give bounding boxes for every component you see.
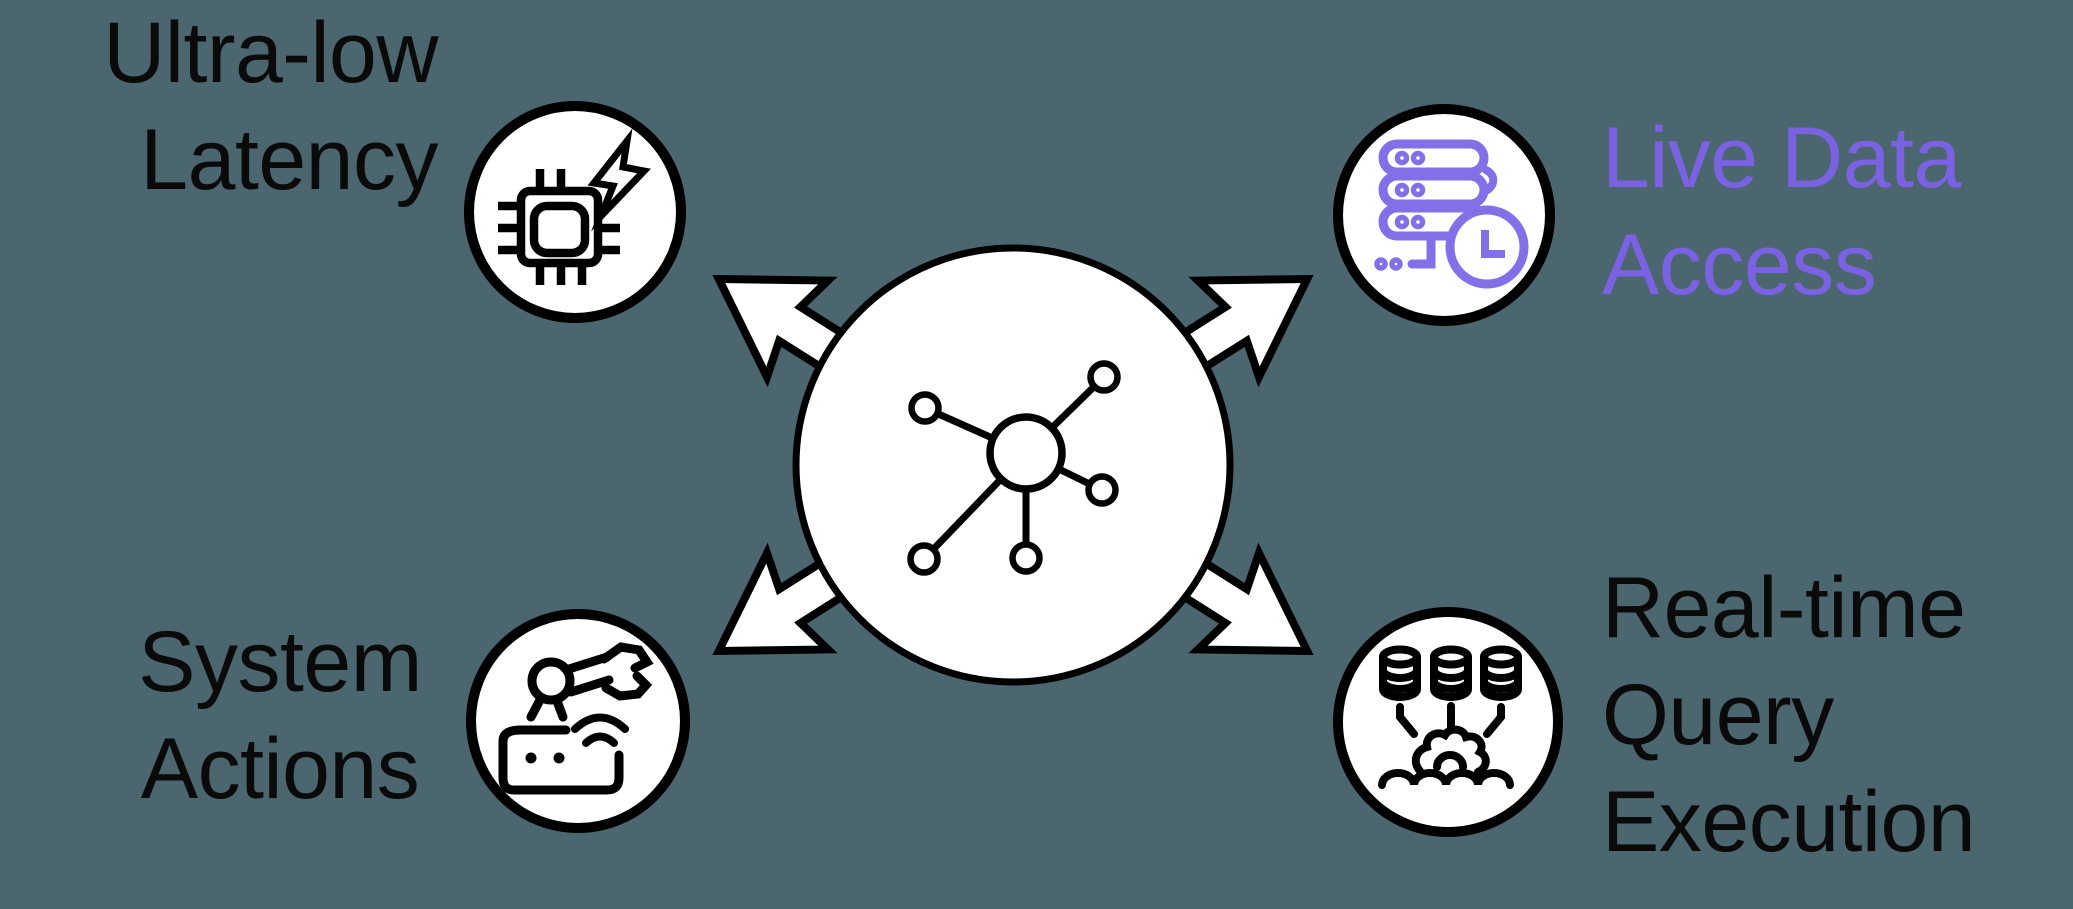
server-clock-icon bbox=[1333, 104, 1555, 326]
database-processing-icon bbox=[1333, 607, 1563, 837]
label-live-data-access: Live Data Access bbox=[1602, 110, 1961, 313]
icon-circle bbox=[464, 101, 686, 323]
network-hub-icon bbox=[907, 360, 1121, 576]
label-real-time-query-execution: Real-time Query Execution bbox=[1602, 560, 1976, 870]
hub-circle bbox=[792, 244, 1234, 686]
label-ultra-low-latency: Ultra-low Latency bbox=[103, 5, 438, 208]
robot-arm-icon bbox=[466, 609, 690, 833]
label-system-actions: System Actions bbox=[138, 614, 422, 817]
cpu-lightning-icon bbox=[464, 101, 686, 323]
